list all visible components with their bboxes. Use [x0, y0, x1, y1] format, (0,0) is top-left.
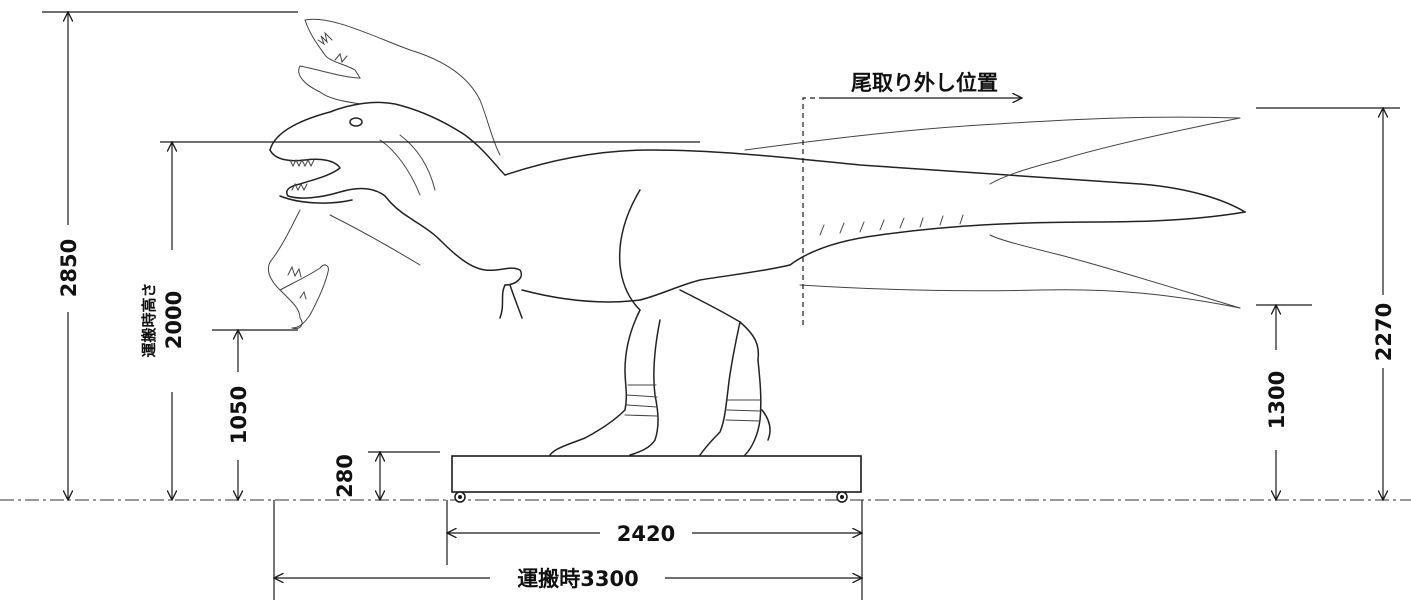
dim-2270-label: 2270: [1372, 303, 1396, 361]
dim-2850-label: 2850: [57, 239, 81, 297]
dim-2000-label: 2000: [162, 291, 186, 349]
dim-3300-label: 運搬時3300: [517, 567, 638, 591]
dim-2420-label: 2420: [617, 522, 675, 546]
transport-base: [451, 455, 862, 503]
tail-removal-label: 尾取り外し位置: [851, 71, 998, 95]
tail-removal-line: [802, 97, 820, 325]
transport-height-label: 運搬時高さ: [140, 282, 158, 357]
dim-1300-label: 1300: [1265, 371, 1289, 429]
dim-280-label: 280: [333, 454, 357, 498]
dim-1050-label: 1050: [227, 386, 251, 444]
dinosaur-illustration: [267, 18, 1246, 456]
